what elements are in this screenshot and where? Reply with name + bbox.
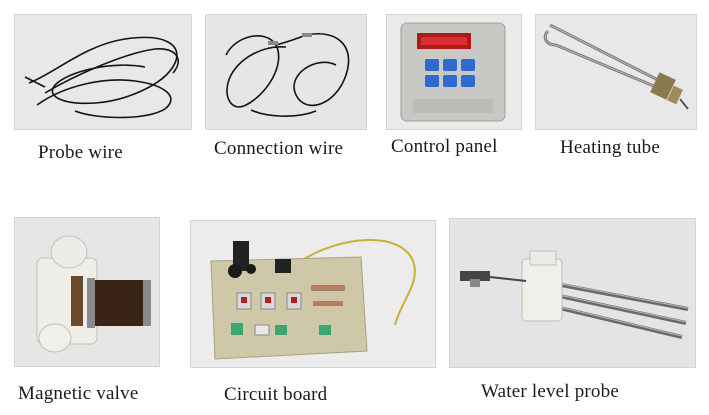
probe-wire-photo bbox=[14, 14, 192, 130]
heating-tube-photo bbox=[535, 14, 697, 130]
magnetic-valve-photo bbox=[14, 217, 160, 367]
circuit-board-photo bbox=[190, 220, 436, 368]
caption-control-panel: Control panel bbox=[391, 136, 498, 157]
control-panel-photo bbox=[386, 14, 522, 130]
caption-connection-wire: Connection wire bbox=[214, 138, 344, 159]
caption-water-level-probe: Water level probe bbox=[481, 381, 619, 402]
caption-magnetic-valve: Magnetic valve bbox=[18, 383, 139, 404]
caption-probe-wire: Probe wire bbox=[38, 142, 123, 163]
connection-wire-photo bbox=[205, 14, 367, 130]
caption-circuit-board: Circuit board bbox=[224, 384, 328, 405]
caption-heating-tube: Heating tube bbox=[560, 137, 661, 158]
water-level-probe-photo bbox=[449, 218, 696, 368]
